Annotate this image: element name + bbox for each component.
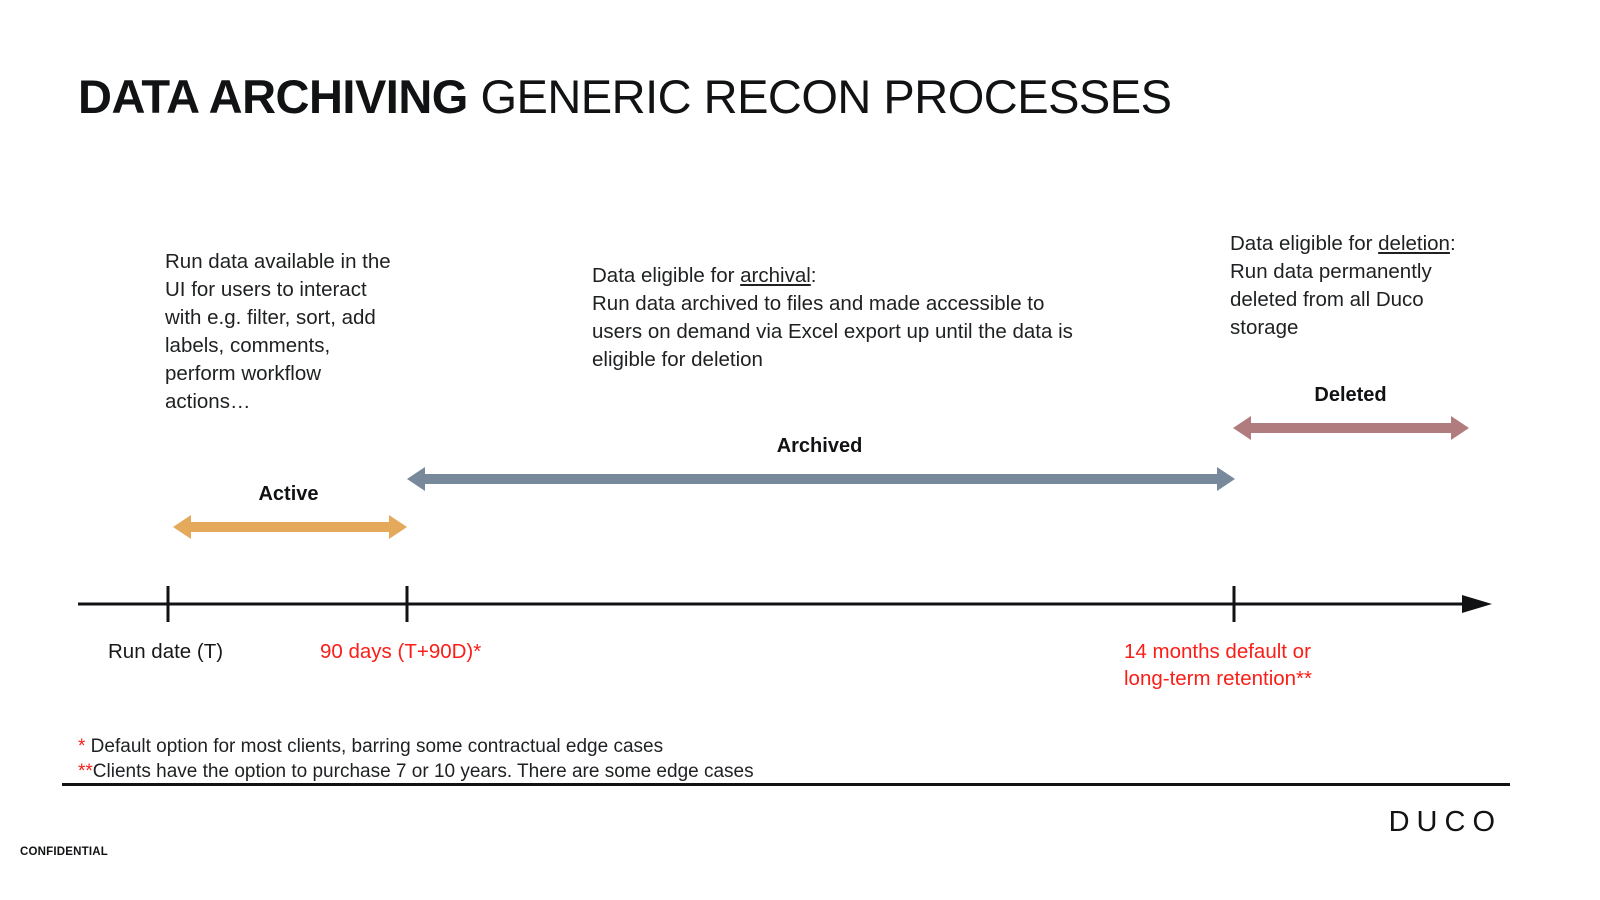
note-deletion-body: : Run data permanently deleted from all …	[1230, 232, 1456, 340]
note-archival-body: : Run data archived to files and made ac…	[592, 264, 1073, 372]
footnote-mark-1: *	[78, 736, 86, 757]
page-title: DATA ARCHIVING GENERIC RECON PROCESSES	[78, 70, 1172, 123]
note-deletion-lead: Data eligible for	[1230, 232, 1379, 255]
footnote-text-2: Clients have the option to purchase 7 or…	[92, 760, 754, 782]
note-archival-term: archival	[740, 264, 811, 287]
timeline-label-retention: 14 months default or long-term retention…	[1124, 640, 1313, 691]
footnotes-block: * Default option for most clients, barri…	[78, 735, 754, 784]
timeline-label-90-days: 90 days (T+90D)*	[320, 640, 482, 663]
timeline-axis	[78, 586, 1492, 622]
timeline-label-run-date: Run date (T)	[108, 640, 224, 663]
note-deletion-term: deletion	[1378, 232, 1450, 255]
footer-divider	[62, 783, 1510, 786]
footnote-single-asterisk: * Default option for most clients, barri…	[78, 735, 754, 760]
phase-arrow-archived	[407, 467, 1235, 491]
footnote-mark-2: **	[78, 760, 93, 782]
phase-label-archived: Archived	[776, 435, 863, 457]
timeline-arrowhead-icon	[1462, 595, 1492, 613]
confidential-label: CONFIDENTIAL	[20, 846, 109, 858]
note-active-phase: Run data available in the UI for users t…	[165, 248, 397, 416]
phase-label-active: Active	[258, 483, 319, 505]
phase-arrow-active	[173, 515, 407, 539]
page-title-light: GENERIC RECON PROCESSES	[480, 70, 1172, 123]
footnote-text-1: Default option for most clients, barring…	[85, 736, 664, 757]
footnote-double-asterisk: **Clients have the option to purchase 7 …	[78, 760, 754, 785]
phase-label-deleted: Deleted	[1314, 384, 1387, 406]
note-active-text: Run data available in the UI for users t…	[165, 250, 391, 414]
duco-logo: DUCO	[1388, 806, 1502, 838]
note-archival-lead: Data eligible for	[592, 264, 741, 287]
page-title-strong: DATA ARCHIVING	[78, 70, 468, 123]
note-archival-phase: Data eligible for archival: Run data arc…	[592, 262, 1087, 374]
note-deletion-phase: Data eligible for deletion: Run data per…	[1230, 230, 1488, 342]
phase-arrow-deleted	[1233, 416, 1469, 440]
